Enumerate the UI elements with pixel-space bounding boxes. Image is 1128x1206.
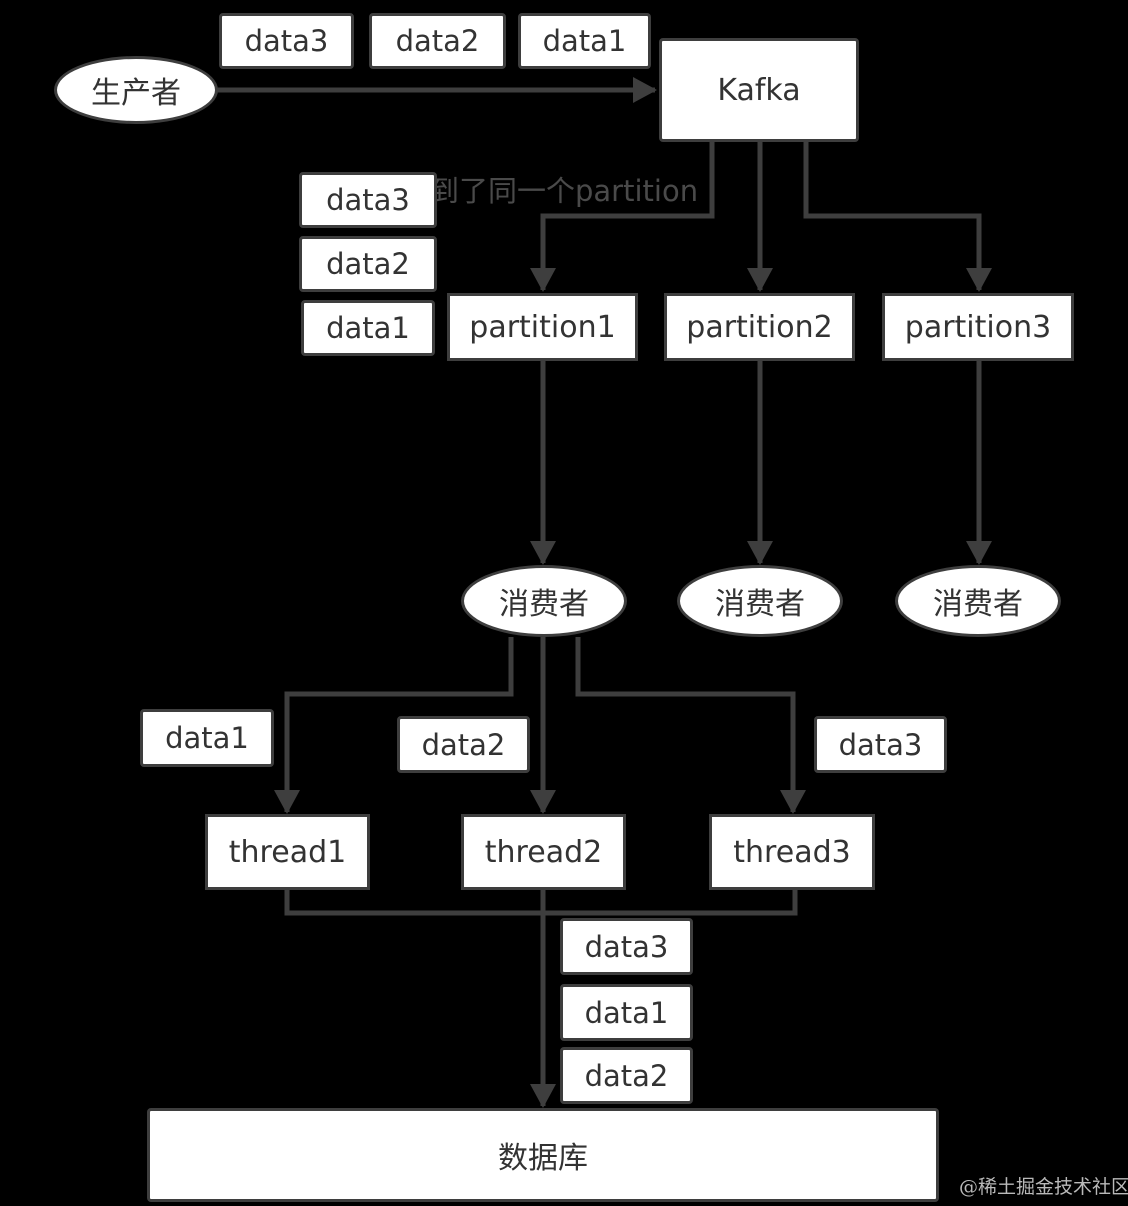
producer-data-tag: data1: [518, 13, 651, 69]
edge-consumer-to-thread3: [575, 637, 806, 814]
consumer-node: 消费者: [461, 565, 627, 637]
partition-node: partition1: [447, 293, 638, 361]
producer-data-tag: data2: [369, 13, 506, 69]
partition-data-tag: data2: [299, 236, 437, 292]
consumer-node: 消费者: [677, 565, 843, 637]
partition-data-tag: data1: [301, 300, 435, 356]
thread-data-tag: data1: [140, 709, 274, 767]
edge-consumer-to-thread1: [274, 637, 514, 814]
partition-data-tag: data3: [299, 172, 437, 228]
producer-data-tag: data3: [219, 13, 354, 69]
thread-data-tag: data2: [397, 716, 530, 773]
same-partition-note: 到了同一个partition: [430, 174, 699, 208]
watermark: @稀土掘金技术社区: [959, 1176, 1128, 1198]
partition-node: partition3: [882, 293, 1074, 361]
database-data-tag: data3: [560, 918, 693, 975]
thread-node: thread2: [461, 814, 626, 890]
thread-node: thread3: [709, 814, 875, 890]
consumer-node: 消费者: [895, 565, 1061, 637]
thread-data-tag: data3: [814, 716, 947, 773]
kafka-node: Kafka: [659, 38, 859, 142]
database-data-tag: data2: [560, 1047, 693, 1104]
partition-node: partition2: [664, 293, 855, 361]
edge-kafka-to-partition3: [803, 142, 992, 292]
producer-node: 生产者: [54, 56, 218, 124]
database-node: 数据库: [147, 1108, 939, 1202]
edge-kafka-to-partition1: [530, 142, 715, 292]
database-data-tag: data1: [560, 984, 693, 1041]
thread-node: thread1: [205, 814, 370, 890]
